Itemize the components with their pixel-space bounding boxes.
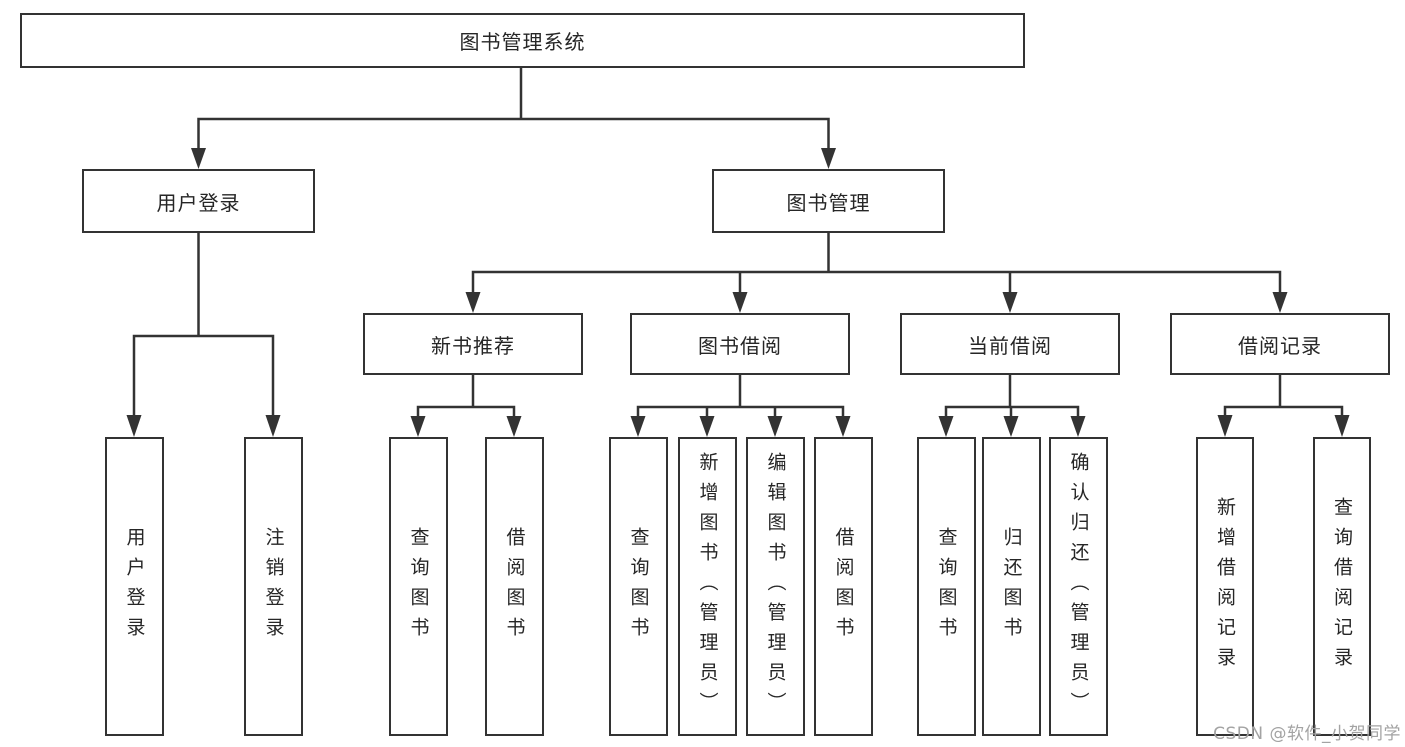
book-borrowing-label: 图书借阅 (698, 333, 782, 358)
new-book-recommendation-box: 新书推荐 (363, 313, 583, 375)
connector-root-to-level1 (197, 66, 830, 152)
current-borrowing-label: 当前借阅 (968, 333, 1052, 358)
leaf-query-books-3-label: 查询图书 (935, 526, 958, 647)
arrow-down-icon (1070, 416, 1086, 437)
arrow-down-icon (191, 148, 206, 169)
user-login-box: 用户登录 (82, 169, 315, 233)
arrowhead-icons (126, 148, 1350, 437)
arrow-down-icon (938, 416, 954, 437)
leaf-logout-label: 注销登录 (262, 526, 285, 647)
root-box-system-title: 图书管理系统 (20, 13, 1025, 68)
leaf-add-books-admin-box: 新增图书（管理员） (677, 437, 737, 736)
root-label: 图书管理系统 (459, 30, 586, 54)
borrowing-records-label: 借阅记录 (1238, 333, 1322, 358)
book-borrowing-box: 图书借阅 (630, 313, 850, 375)
leaf-confirm-return-admin-label: 确认归还（管理员） (1067, 451, 1090, 722)
leaf-query-books-1-box: 查询图书 (388, 437, 448, 736)
book-management-box: 图书管理 (712, 169, 945, 233)
borrowing-records-box: 借阅记录 (1170, 313, 1390, 375)
connector-currentborrow-to-leaves (944, 373, 1080, 420)
connector-bookborrow-to-leaves (636, 373, 845, 420)
arrow-down-icon (1272, 292, 1288, 313)
connector-borrowrecords-to-leaves (1223, 373, 1344, 420)
arrow-down-icon (465, 292, 481, 313)
arrow-down-icon (410, 416, 426, 437)
leaf-query-books-1-label: 查询图书 (407, 526, 430, 647)
arrow-down-icon (1217, 415, 1233, 437)
arrow-down-icon (506, 416, 522, 437)
leaf-add-borrow-record-box: 新增借阅记录 (1195, 437, 1254, 736)
leaf-query-books-3-box: 查询图书 (916, 437, 976, 736)
leaf-logout-box: 注销登录 (243, 437, 303, 736)
leaf-add-books-admin-label: 新增图书（管理员） (696, 451, 719, 722)
leaf-borrow-books-1-box: 借阅图书 (484, 437, 544, 736)
leaf-add-borrow-record-label: 新增借阅记录 (1214, 496, 1236, 677)
arrow-down-icon (767, 416, 783, 437)
arrow-down-icon (265, 415, 281, 437)
arrow-down-icon (821, 148, 836, 169)
arrow-down-icon (1003, 416, 1019, 437)
leaf-edit-books-admin-label: 编辑图书（管理员） (764, 451, 787, 722)
leaf-query-borrow-record-box: 查询借阅记录 (1312, 437, 1371, 736)
arrow-down-icon (699, 416, 715, 437)
arrow-down-icon (630, 416, 646, 437)
new-book-recommendation-label: 新书推荐 (431, 333, 515, 358)
leaf-borrow-books-2-box: 借阅图书 (813, 437, 873, 736)
arrow-down-icon (1002, 292, 1018, 313)
leaf-user-login-box: 用户登录 (104, 437, 164, 736)
leaf-borrow-books-1-label: 借阅图书 (503, 526, 526, 647)
leaf-user-login-label: 用户登录 (123, 526, 146, 647)
book-management-label: 图书管理 (786, 190, 871, 215)
connector-userlogin-to-leaves (132, 231, 275, 420)
csdn-watermark: CSDN @软件_小贺同学 (1213, 724, 1401, 744)
current-borrowing-box: 当前借阅 (900, 313, 1120, 375)
arrow-down-icon (1334, 415, 1350, 437)
leaf-return-books-box: 归还图书 (981, 437, 1041, 736)
leaf-edit-books-admin-box: 编辑图书（管理员） (745, 437, 805, 736)
connector-newbookrec-to-leaves (416, 373, 516, 420)
arrow-down-icon (835, 416, 851, 437)
arrow-down-icon (126, 415, 142, 437)
leaf-borrow-books-2-label: 借阅图书 (832, 526, 855, 647)
connector-bookmgmt-to-level2 (471, 231, 1282, 296)
leaf-query-books-2-label: 查询图书 (627, 526, 650, 647)
leaf-return-books-label: 归还图书 (1000, 526, 1023, 647)
leaf-confirm-return-admin-box: 确认归还（管理员） (1048, 437, 1108, 736)
leaf-query-books-2-box: 查询图书 (608, 437, 668, 736)
arrow-down-icon (732, 292, 748, 313)
user-login-label: 用户登录 (156, 190, 241, 215)
leaf-query-borrow-record-label: 查询借阅记录 (1331, 496, 1353, 677)
